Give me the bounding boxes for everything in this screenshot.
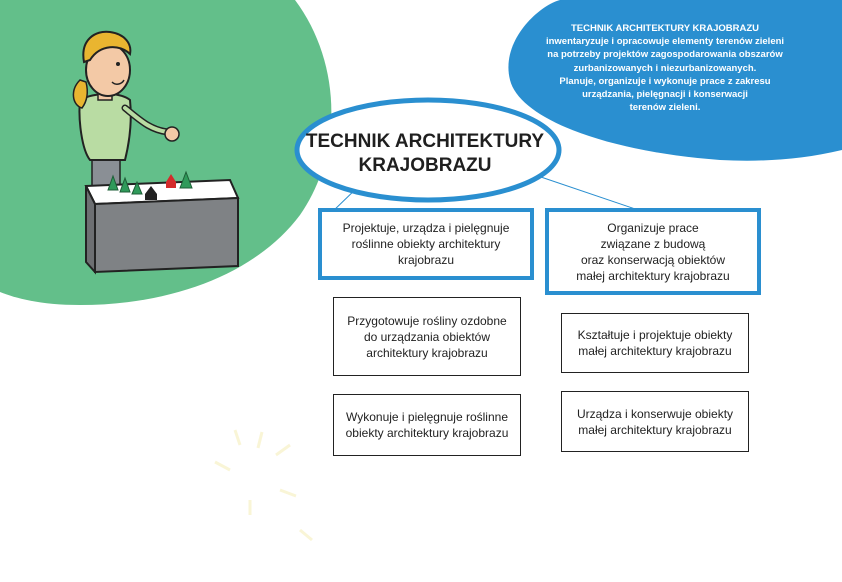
blue-description-bubble <box>508 0 842 161</box>
subtask-right-1: Kształtuje i projektuje obiekty małej ar… <box>561 313 749 373</box>
main-task-left: Projektuje, urządza i pielęgnuje roślinn… <box>318 208 534 280</box>
subtask-left-2: Wykonuje i pielęgnuje roślinne obiekty a… <box>333 394 521 456</box>
subtask-right-2: Urządza i konserwuje obiekty małej archi… <box>561 391 749 452</box>
subtask-left-1: Przygotowuje rośliny ozdobne do urządzan… <box>333 297 521 376</box>
table-model <box>84 170 240 275</box>
diagram-title: TECHNIK ARCHITEKTURY KRAJOBRAZU <box>305 131 545 176</box>
faint-rays-decoration <box>214 429 313 542</box>
tree-icon <box>107 170 193 195</box>
description-bubble-text: TECHNIK ARCHITEKTURY KRAJOBRAZU inwentar… <box>545 23 785 114</box>
green-background-circle <box>0 0 332 305</box>
title-ellipse <box>294 97 562 203</box>
main-task-right: Organizuje prace związane z budową oraz … <box>545 208 761 295</box>
house-icon <box>145 174 176 200</box>
woman-illustration <box>72 30 180 191</box>
